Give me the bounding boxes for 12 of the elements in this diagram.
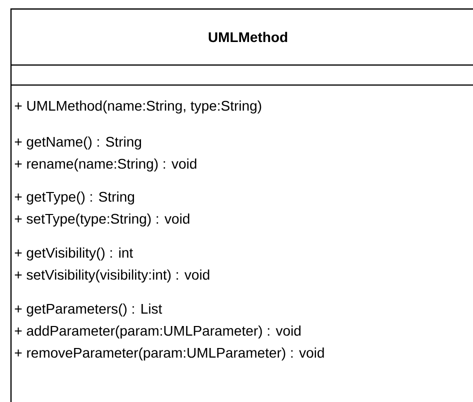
method-signature: + getVisibility() : int xyxy=(14,247,133,261)
method-signature: + getName() : String xyxy=(14,136,142,150)
method-signature: + UMLMethod(name:String, type:String) xyxy=(14,100,262,114)
class-box xyxy=(10,8,473,402)
method-signature: + setType(type:String) : void xyxy=(14,213,190,227)
method-signature: + getType() : String xyxy=(14,191,134,205)
method-signature: + rename(name:String) : void xyxy=(14,158,196,172)
method-signature: + getParameters() : List xyxy=(14,303,162,317)
method-signature: + addParameter(param:UMLParameter) : void xyxy=(14,325,300,339)
method-signature: + removeParameter(param:UMLParameter) : void xyxy=(14,347,324,361)
method-signature: + setVisibility(visibility:int) : void xyxy=(14,269,210,283)
class-name: UMLMethod xyxy=(208,32,288,42)
